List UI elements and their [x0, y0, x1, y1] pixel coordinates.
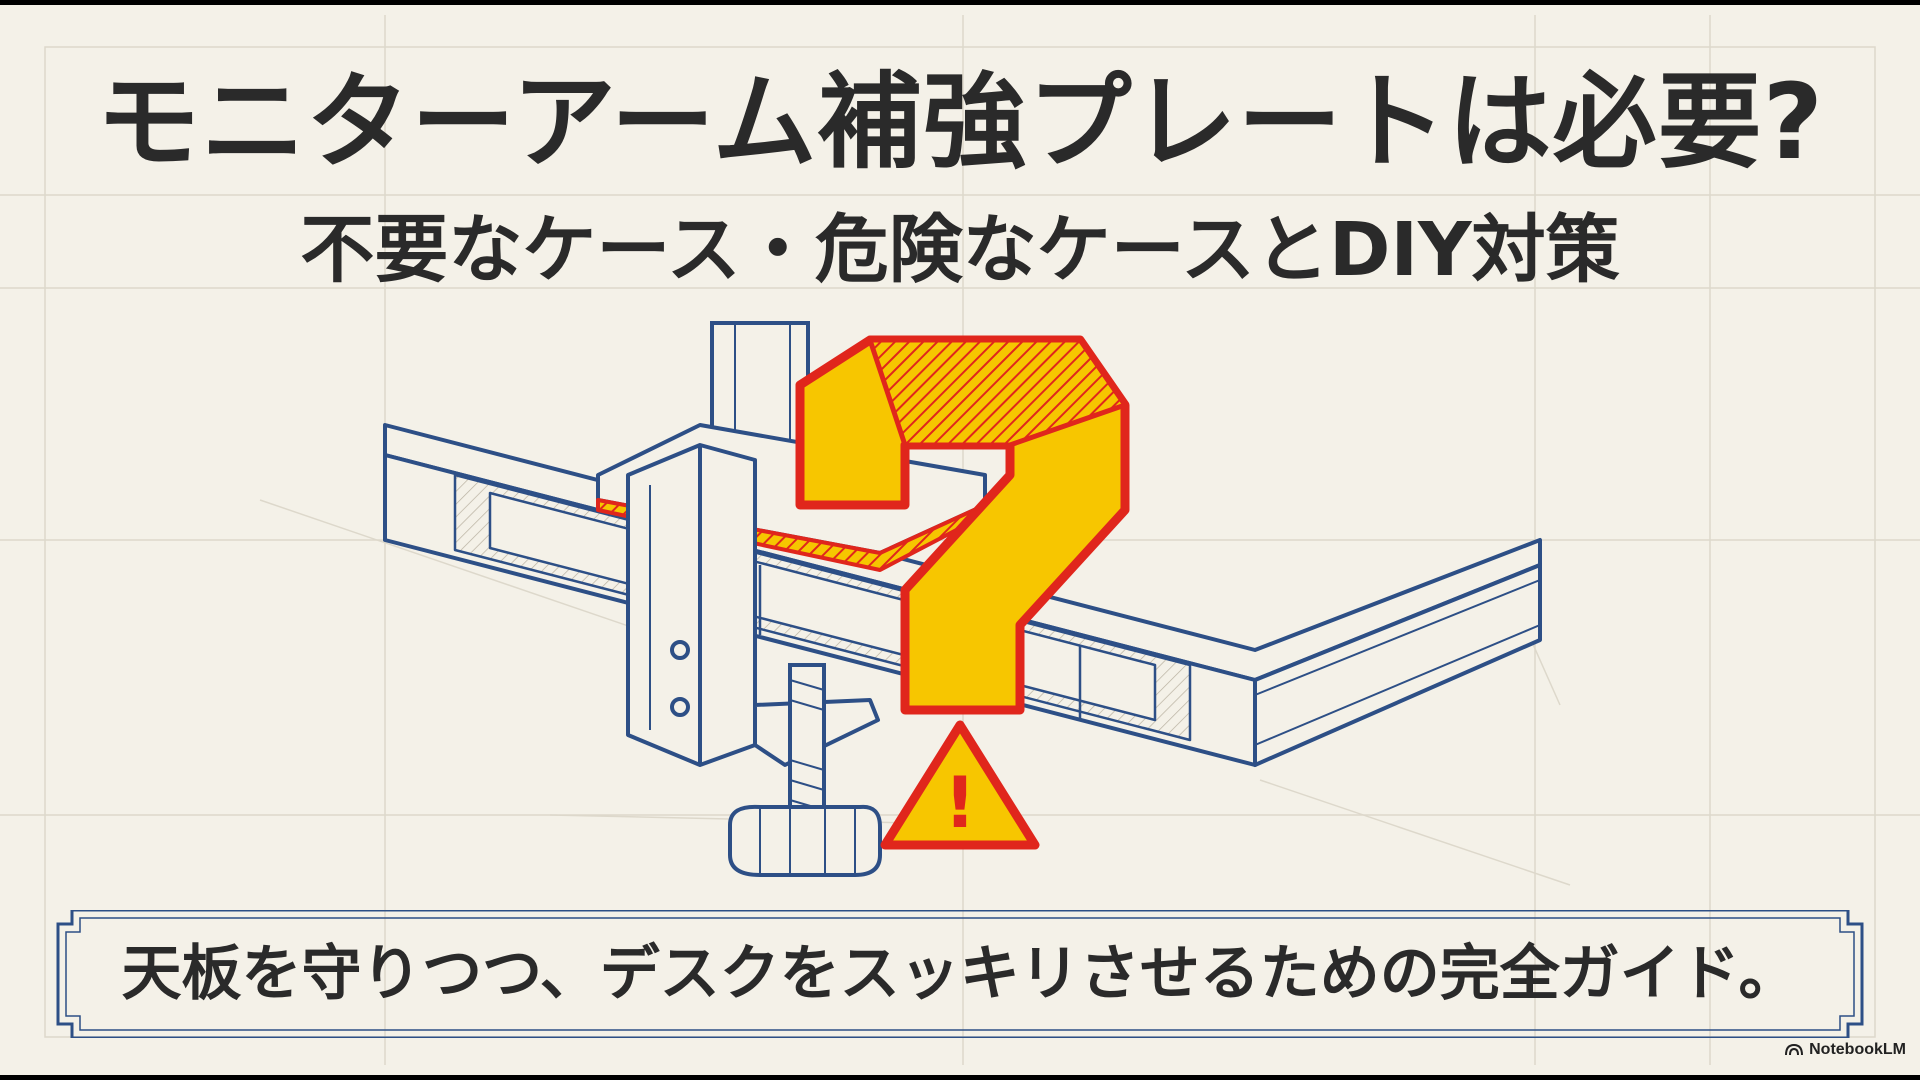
- clamp-screw: [728, 663, 882, 877]
- banner-frame: [56, 910, 1864, 1038]
- banner-text: 天板を守りつつ、デスクをスッキリさせるための完全ガイド。: [121, 939, 1799, 1009]
- question-mark-icon: [795, 335, 1130, 715]
- notebooklm-icon: [1785, 1044, 1804, 1056]
- clamp-body: [626, 443, 880, 767]
- warning-triangle-icon: !: [880, 720, 1040, 850]
- monitor-arm-clamp-illustration: !: [383, 321, 1542, 877]
- brand-label: NotebookLM: [1809, 1041, 1906, 1058]
- page-subtitle: 不要なケース・危険なケースとDIY対策: [300, 207, 1620, 293]
- warning-symbol: !: [944, 762, 976, 844]
- notebooklm-brand: NotebookLM: [1785, 1041, 1906, 1059]
- slide-canvas: モニターアーム補強プレートは必要? 不要なケース・危険なケースとDIY対策: [0, 5, 1920, 1075]
- page-title: モニターアーム補強プレートは必要?: [96, 61, 1824, 183]
- subtitle-banner: 天板を守りつつ、デスクをスッキリさせるための完全ガイド。: [52, 910, 1868, 1038]
